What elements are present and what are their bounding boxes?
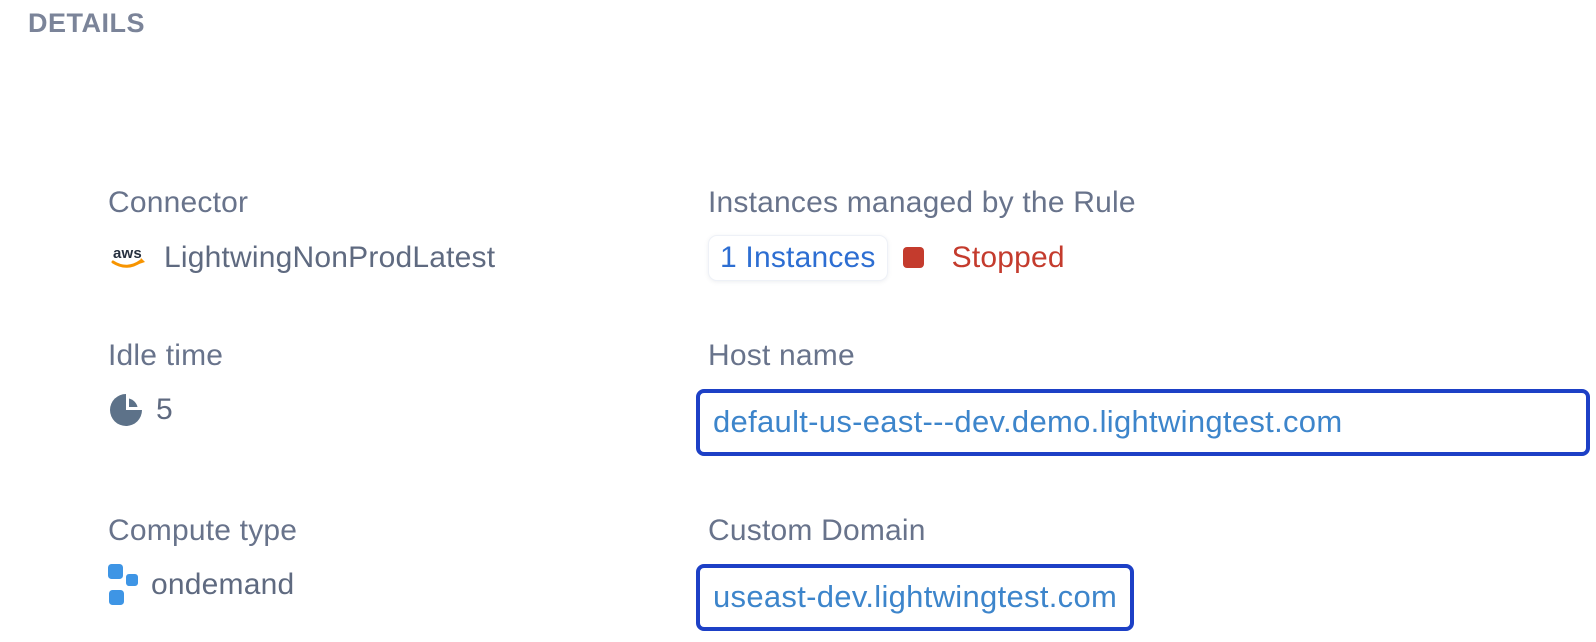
instances-value-row: 1 Instances Stopped: [708, 234, 1596, 281]
compute-type-field: Compute type ondemand: [108, 514, 708, 631]
idle-time-value: 5: [156, 393, 173, 426]
details-grid: Connector aws LightwingNonProdLatest Ins…: [108, 186, 1596, 631]
compute-squares-icon: [108, 564, 139, 606]
connector-value: LightwingNonProdLatest: [164, 240, 496, 274]
pie-chart-icon: [108, 392, 144, 428]
compute-type-value-row: ondemand: [108, 562, 708, 608]
instances-field: Instances managed by the Rule 1 Instance…: [708, 186, 1596, 281]
idle-time-field: Idle time 5: [108, 339, 708, 456]
svg-text:aws: aws: [113, 245, 142, 262]
custom-domain-link[interactable]: useast-dev.lightwingtest.com: [696, 564, 1135, 631]
host-name-link[interactable]: default-us-east---dev.demo.lightwingtest…: [696, 389, 1590, 456]
idle-time-value-row: 5: [108, 387, 708, 433]
status-text: Stopped: [951, 240, 1065, 274]
instances-count-link[interactable]: 1 Instances: [708, 234, 888, 281]
compute-type-value: ondemand: [151, 568, 295, 602]
stopped-status-icon: [902, 247, 924, 268]
compute-type-label: Compute type: [108, 513, 298, 547]
idle-time-label: Idle time: [108, 338, 224, 372]
instances-label: Instances managed by the Rule: [708, 186, 1136, 219]
host-name-field: Host name default-us-east---dev.demo.lig…: [696, 338, 1596, 456]
custom-domain-field: Custom Domain useast-dev.lightwingtest.c…: [696, 513, 1596, 631]
connector-label: Connector: [108, 186, 249, 219]
page-title: DETAILS: [28, 8, 145, 38]
custom-domain-label: Custom Domain: [708, 513, 926, 547]
connector-field: Connector aws LightwingNonProdLatest: [108, 186, 708, 281]
host-name-label: Host name: [708, 338, 855, 372]
aws-logo-icon: aws: [108, 243, 152, 272]
connector-value-row: aws LightwingNonProdLatest: [108, 235, 708, 281]
